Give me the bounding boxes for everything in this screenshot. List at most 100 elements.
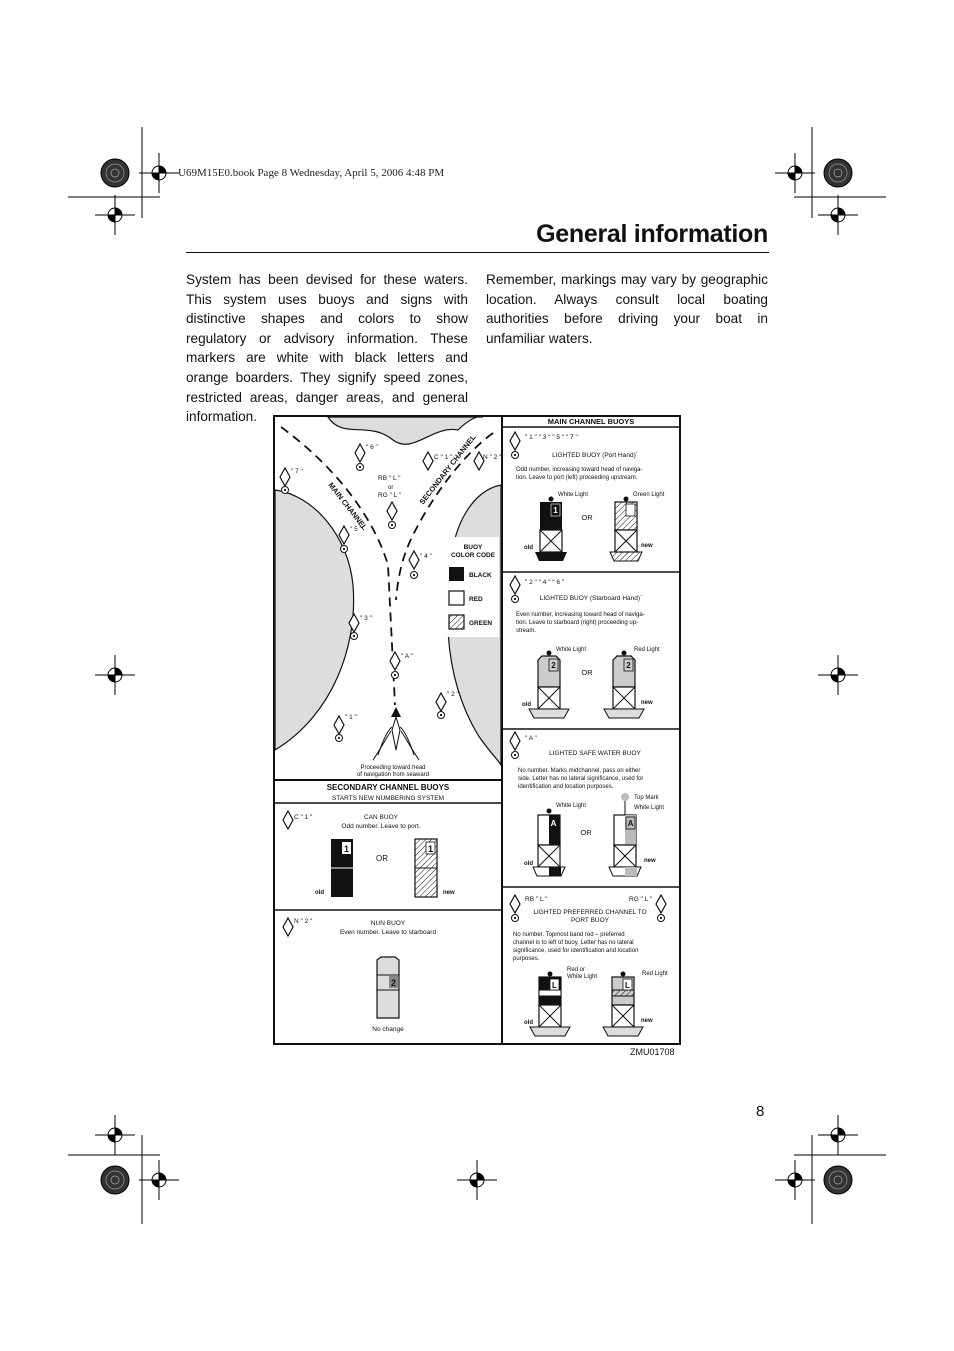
- svg-text:identification and location pu: identification and location purposes.: [518, 784, 614, 790]
- svg-text:OR: OR: [376, 854, 388, 863]
- svg-text:new: new: [644, 858, 656, 864]
- buoy-3-label: " 3 ": [360, 615, 373, 622]
- svg-text:old: old: [524, 861, 533, 867]
- proceeding-line-1: Proceeding toward head: [360, 765, 425, 771]
- svg-text:LIGHTED PREFERRED CHANNEL TO: LIGHTED PREFERRED CHANNEL TO: [533, 909, 646, 916]
- svg-text:COLOR CODE: COLOR CODE: [451, 552, 496, 559]
- svg-text:PORT BUOY: PORT BUOY: [571, 917, 610, 924]
- figure-code: ZMU01708: [630, 1047, 675, 1057]
- svg-text:Red Light: Red Light: [642, 971, 668, 977]
- svg-text:new: new: [641, 700, 653, 706]
- secondary-heading: SECONDARY CHANNEL BUOYS: [327, 783, 450, 792]
- buoy-7-label: " 7 ": [291, 468, 304, 475]
- preferred-channel-section: RB " L " RG " L " LIGHTED PREFERRED CHAN…: [509, 894, 668, 1037]
- svg-text:2: 2: [391, 978, 396, 988]
- svg-text:NUN BUOY: NUN BUOY: [371, 920, 406, 927]
- can-buoy-section: C " 1 " CAN BUOY Odd number. Leave to po…: [282, 810, 455, 898]
- svg-text:purposes.: purposes.: [513, 956, 540, 962]
- legend-green: GREEN: [469, 620, 492, 627]
- secondary-subheading: STARTS NEW NUMBERING SYSTEM: [332, 795, 444, 802]
- svg-text:LIGHTED BUOY (Port Hand)`: LIGHTED BUOY (Port Hand)`: [552, 452, 638, 459]
- svg-text:2: 2: [626, 661, 631, 670]
- rb-l-label: RB " L ": [378, 475, 401, 482]
- main-heading: MAIN CHANNEL BUOYS: [548, 417, 635, 426]
- buoy-2-label: " 2 ": [447, 691, 460, 698]
- svg-text:channel is to left of buoy. Le: channel is to left of buoy. Letter has n…: [513, 940, 634, 946]
- svg-text:White Light: White Light: [556, 647, 586, 653]
- proceeding-line-2: of navigation from seaward: [357, 772, 429, 778]
- svg-text:new: new: [641, 1018, 653, 1024]
- port-hand-section: " 1 " " 3 " " 5 " " 7 " LIGHTED BUOY (Po…: [509, 431, 665, 562]
- svg-text:Red Light: Red Light: [634, 647, 660, 653]
- svg-text:tion. Leave to port (left) pro: tion. Leave to port (left) proceeding up…: [516, 475, 638, 481]
- svg-text:A: A: [551, 819, 557, 828]
- svg-text:LIGHTED SAFE WATER BUOY: LIGHTED SAFE WATER BUOY: [549, 750, 641, 757]
- svg-text:Top Mark: Top Mark: [634, 795, 660, 801]
- title-rule: [186, 252, 769, 253]
- safe-water-section: " A " LIGHTED SAFE WATER BUOY No number.…: [509, 731, 664, 877]
- svg-text:Red or: Red or: [567, 967, 585, 973]
- page-title: General information: [536, 220, 768, 248]
- svg-text:White Light: White Light: [556, 803, 586, 809]
- svg-text:stream.: stream.: [516, 628, 536, 634]
- svg-text:RG " L ": RG " L ": [629, 896, 653, 903]
- legend-black: BLACK: [469, 572, 492, 579]
- svg-text:" 2 " " 4 " " 6 ": " 2 " " 4 " " 6 ": [525, 579, 565, 586]
- or-label: or: [388, 485, 393, 491]
- svg-text:White Light: White Light: [558, 492, 588, 498]
- svg-text:RB " L ": RB " L ": [525, 896, 548, 903]
- svg-text:No change: No change: [372, 1026, 404, 1033]
- svg-text:Green Light: Green Light: [633, 492, 665, 498]
- svg-text:2: 2: [551, 661, 556, 670]
- svg-text:old: old: [522, 702, 531, 708]
- rg-l-label: RG " L ": [378, 492, 402, 499]
- legend-red: RED: [469, 596, 483, 603]
- svg-text:Odd number, increasing toward: Odd number, increasing toward head of na…: [516, 467, 642, 473]
- svg-text:OR: OR: [581, 513, 593, 522]
- svg-text:tion. Leave to starboard (ri: tion. Leave to starboard (right) proceed…: [516, 620, 638, 626]
- svg-text:1: 1: [428, 844, 433, 854]
- svg-text:White Light: White Light: [567, 974, 597, 980]
- buoy-a-label: " A ": [401, 653, 414, 660]
- svg-text:significance, used for identif: significance, used for identification an…: [513, 948, 638, 954]
- svg-text:BUOY: BUOY: [464, 544, 483, 551]
- svg-text:White Light: White Light: [634, 805, 664, 811]
- svg-text:old: old: [315, 890, 324, 896]
- svg-text:No number. Marks midchannel: No number. Marks midchannel, pass on eit…: [518, 768, 640, 774]
- starboard-hand-section: " 2 " " 4 " " 6 " LIGHTED BUOY (Starboar…: [509, 575, 660, 719]
- svg-text:Even number, increasing toward: Even number, increasing toward head of n…: [516, 612, 645, 618]
- svg-text:old: old: [524, 545, 533, 551]
- svg-text:new: new: [641, 543, 653, 549]
- buoy-1-label: " 1 ": [345, 714, 358, 721]
- svg-text:1: 1: [344, 844, 349, 854]
- svg-text:CAN BUOY: CAN BUOY: [364, 814, 399, 821]
- buoy-4-label: " 4 ": [420, 553, 433, 560]
- buoy-n2-label: N " 2 ": [483, 454, 502, 461]
- page-number: 8: [756, 1103, 765, 1120]
- svg-text:LIGHTED BUOY (Starboard Hand)`: LIGHTED BUOY (Starboard Hand)`: [540, 595, 642, 602]
- buoy-c1-label: C " 1 ": [434, 454, 453, 461]
- print-info: U69M15E0.book Page 8 Wednesday, April 5,…: [178, 167, 445, 179]
- svg-text:Even number. Leave to starboa: Even number. Leave to starboard: [340, 929, 437, 936]
- svg-text:OR: OR: [581, 668, 593, 677]
- svg-text:OR: OR: [580, 828, 592, 837]
- svg-text:A: A: [628, 819, 634, 828]
- svg-text:L: L: [625, 981, 630, 990]
- svg-text:N " 2 ": N " 2 ": [294, 918, 313, 925]
- svg-text:C " 1 ": C " 1 ": [294, 814, 313, 821]
- svg-text:No number. Topmost band red: No number. Topmost band red – preferred: [513, 932, 625, 938]
- svg-text:" 1 " " 3 " " 5 " " 7 ": " 1 " " 3 " " 5 " " 7 ": [525, 434, 578, 441]
- svg-text:L: L: [552, 981, 557, 990]
- body-column-right: Remember, markings may vary by geographi…: [486, 272, 768, 346]
- svg-text:1: 1: [553, 506, 558, 515]
- buoy-color-legend: BUOY COLOR CODE BLACK RED GREEN: [441, 537, 499, 637]
- body-column-left: System has been devised for these waters…: [186, 272, 468, 425]
- svg-text:old: old: [524, 1020, 533, 1026]
- buoy-6-label: " 6 ": [366, 444, 379, 451]
- svg-text:side. Letter has no lateral si: side. Letter has no lateral significance…: [518, 776, 643, 782]
- svg-text:Odd number. Leave to port.: Odd number. Leave to port.: [341, 823, 420, 830]
- svg-text:new: new: [443, 890, 455, 896]
- nun-buoy-section: N " 2 " NUN BUOY Even number. Leave to s…: [282, 917, 437, 1033]
- buoy-figure: MAIN CHANNEL SECONDARY CHANNEL " 7 " " 6…: [273, 415, 681, 1045]
